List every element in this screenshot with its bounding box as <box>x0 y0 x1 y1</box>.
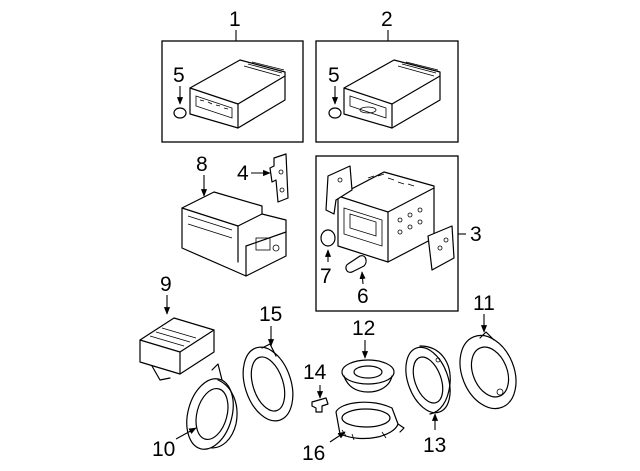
callout-9: 9 <box>160 273 172 296</box>
speaker-11 <box>459 331 517 410</box>
radio-head-unit-1 <box>189 59 286 129</box>
knob-6 <box>345 255 367 273</box>
callout-8: 8 <box>196 153 208 176</box>
callout-4: 4 <box>237 162 249 185</box>
callout-15: 15 <box>259 303 282 326</box>
speaker-10 <box>186 363 238 450</box>
mount-bracket-right <box>427 225 455 271</box>
part-box-1 <box>161 40 304 143</box>
callout-2: 2 <box>381 8 393 31</box>
radio-unit-3-group: 3 7 6 <box>315 155 482 312</box>
callout-5-b: 5 <box>328 64 340 87</box>
clip-14-group: 14 <box>303 361 329 413</box>
speaker-15 <box>242 343 294 422</box>
amplifier-9-group: 9 <box>139 273 215 381</box>
knob-5-b <box>328 107 342 119</box>
radio-unit-2-group: 2 5 <box>315 8 459 143</box>
callout-10: 10 <box>152 438 175 461</box>
callout-6: 6 <box>357 285 369 308</box>
callout-13: 13 <box>423 434 446 457</box>
module-8-group: 8 <box>181 153 287 277</box>
knob-5-a <box>173 107 187 119</box>
callout-14: 14 <box>303 361 327 384</box>
callout-1: 1 <box>229 8 241 31</box>
bracket-16 <box>335 401 405 441</box>
amplifier-9 <box>139 317 215 381</box>
callout-11: 11 <box>473 292 495 315</box>
mount-bracket-left <box>325 165 353 215</box>
radio-unit-1-group: 1 5 <box>161 8 304 143</box>
bracket-4-group: 4 <box>237 153 289 203</box>
speaker-10-group: 10 <box>152 363 238 461</box>
speaker-13 <box>405 345 451 415</box>
knob-7 <box>320 229 336 247</box>
clip-14 <box>311 397 329 413</box>
callout-3: 3 <box>470 223 482 246</box>
bracket-16-group: 16 <box>302 401 405 465</box>
speaker-11-group: 11 <box>459 292 517 410</box>
bracket-4 <box>269 153 289 203</box>
callout-12: 12 <box>352 317 375 340</box>
radio-head-unit-3 <box>337 171 435 263</box>
callout-5-a: 5 <box>173 64 185 87</box>
speaker-15-group: 15 <box>242 303 294 422</box>
speaker-12-group: 12 <box>341 317 395 393</box>
module-8 <box>181 191 287 277</box>
callout-16: 16 <box>302 442 325 465</box>
callout-7: 7 <box>320 265 332 288</box>
part-box-2 <box>315 40 459 143</box>
speaker-13-group: 13 <box>405 345 451 457</box>
radio-head-unit-2 <box>343 59 441 129</box>
speaker-12 <box>341 359 395 393</box>
